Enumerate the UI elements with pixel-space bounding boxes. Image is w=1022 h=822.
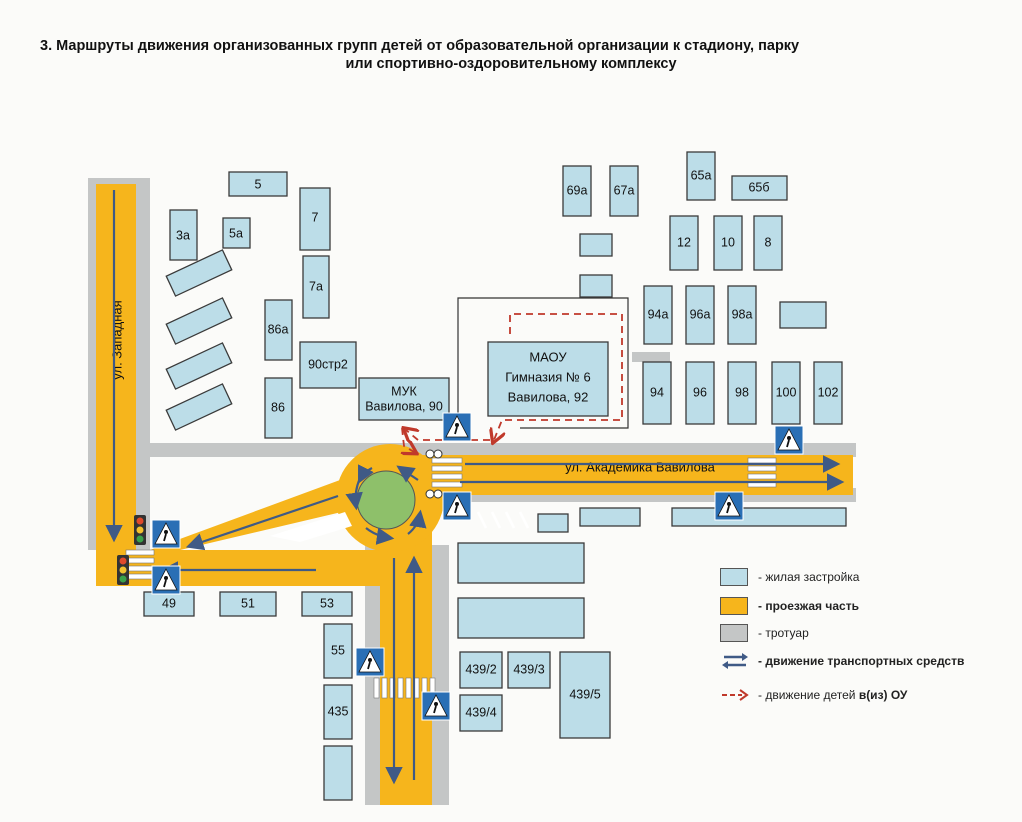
- map-title-line2: или спортивно-оздоровительному комплексу: [345, 56, 677, 72]
- label-7: 7: [312, 210, 319, 224]
- traffic-arrows-icon: [722, 653, 748, 669]
- legend-sidewalk-text: - тротуар: [758, 626, 809, 640]
- label-7a: 7а: [309, 279, 323, 293]
- label-439-5: 439/5: [569, 687, 600, 701]
- legend-traffic: - движение транспортных средств: [720, 650, 964, 672]
- traffic-lights: [117, 449, 443, 585]
- label-65a: 65а: [691, 168, 712, 182]
- crosswalks: [125, 457, 777, 699]
- crossing-sign-icon: [442, 491, 472, 521]
- label-8: 8: [765, 235, 772, 249]
- label-12: 12: [677, 235, 691, 249]
- label-69a: 69а: [567, 183, 588, 197]
- label-439-2: 439/2: [465, 662, 496, 676]
- label-53: 53: [320, 596, 334, 610]
- label-67a: 67а: [614, 183, 635, 197]
- muk-line1: МУК: [391, 384, 417, 398]
- map-title-line1: 3. Маршруты движения организованных груп…: [40, 38, 800, 54]
- legend-sidewalk-swatch: [720, 624, 748, 642]
- crossing-sign-icon: [151, 519, 181, 549]
- school-territory: [457, 297, 629, 429]
- label-5a: 5а: [229, 226, 243, 240]
- legend-traffic-text: - движение транспортных средств: [758, 654, 965, 668]
- label-96a: 96а: [690, 307, 711, 321]
- crossing-sign-icon: [774, 425, 804, 455]
- crossing-sign-icon: [714, 491, 744, 521]
- label-439-4: 439/4: [465, 705, 496, 719]
- label-100: 100: [776, 385, 797, 399]
- children-route-icon: [722, 689, 749, 701]
- label-94: 94: [650, 385, 664, 399]
- buildings: [143, 151, 847, 801]
- label-98a: 98а: [732, 307, 753, 321]
- label-49: 49: [162, 596, 176, 610]
- label-98: 98: [735, 385, 749, 399]
- label-65b: 65б: [748, 180, 769, 194]
- label-3a: 3а: [176, 228, 190, 242]
- legend-road-swatch: [720, 597, 748, 615]
- label-5: 5: [255, 177, 262, 191]
- pedestrian-crossing-signs: [151, 412, 804, 721]
- label-55: 55: [331, 643, 345, 657]
- street-vavilova: ул. Академика Вавилова: [565, 459, 716, 474]
- label-96: 96: [693, 385, 707, 399]
- traffic-light-icon: [117, 555, 129, 585]
- label-102: 102: [818, 385, 839, 399]
- legend-housing-swatch: [720, 568, 748, 586]
- school-line3: Вавилова, 92: [508, 389, 589, 404]
- lane-marks: [476, 511, 530, 529]
- legend-road: - проезжая часть: [720, 595, 859, 617]
- muk-line2: Вавилова, 90: [365, 399, 443, 413]
- legend-children: - движение детей в(из) ОУ: [720, 684, 907, 706]
- building-labels: 5 3а 5а 7 7а 86а 90стр2 86 МУК Вавилова,…: [162, 168, 838, 719]
- traffic-light-icon: [425, 449, 443, 499]
- label-439-3: 439/3: [513, 662, 544, 676]
- traffic-arrows: [105, 190, 845, 785]
- school-line2: Гимназия № 6: [505, 369, 590, 384]
- traffic-light-icon: [134, 515, 146, 545]
- label-86: 86: [271, 400, 285, 414]
- label-94a: 94а: [648, 307, 669, 321]
- label-10: 10: [721, 235, 735, 249]
- legend-housing-text: - жилая застройка: [758, 570, 860, 584]
- school-line1: МАОУ: [529, 349, 567, 364]
- legend-road-text: - проезжая часть: [758, 599, 859, 613]
- label-86a: 86а: [268, 322, 289, 336]
- crossing-sign-icon: [151, 565, 181, 595]
- traffic-island: [270, 512, 352, 542]
- legend-children-prefix: - движение детей: [758, 688, 856, 702]
- label-90str2: 90стр2: [308, 357, 348, 371]
- legend-sidewalk: - тротуар: [720, 622, 809, 644]
- label-435: 435: [328, 704, 349, 718]
- label-51: 51: [241, 596, 255, 610]
- roundabout-center: [356, 470, 416, 530]
- crossing-sign-icon: [442, 412, 472, 442]
- crossing-sign-icon: [355, 647, 385, 677]
- street-zapadnaya: ул. Западная: [109, 300, 124, 379]
- legend-housing: - жилая застройка: [720, 566, 859, 588]
- legend-children-bold: в(из) ОУ: [858, 688, 908, 702]
- crossing-sign-icon: [421, 691, 451, 721]
